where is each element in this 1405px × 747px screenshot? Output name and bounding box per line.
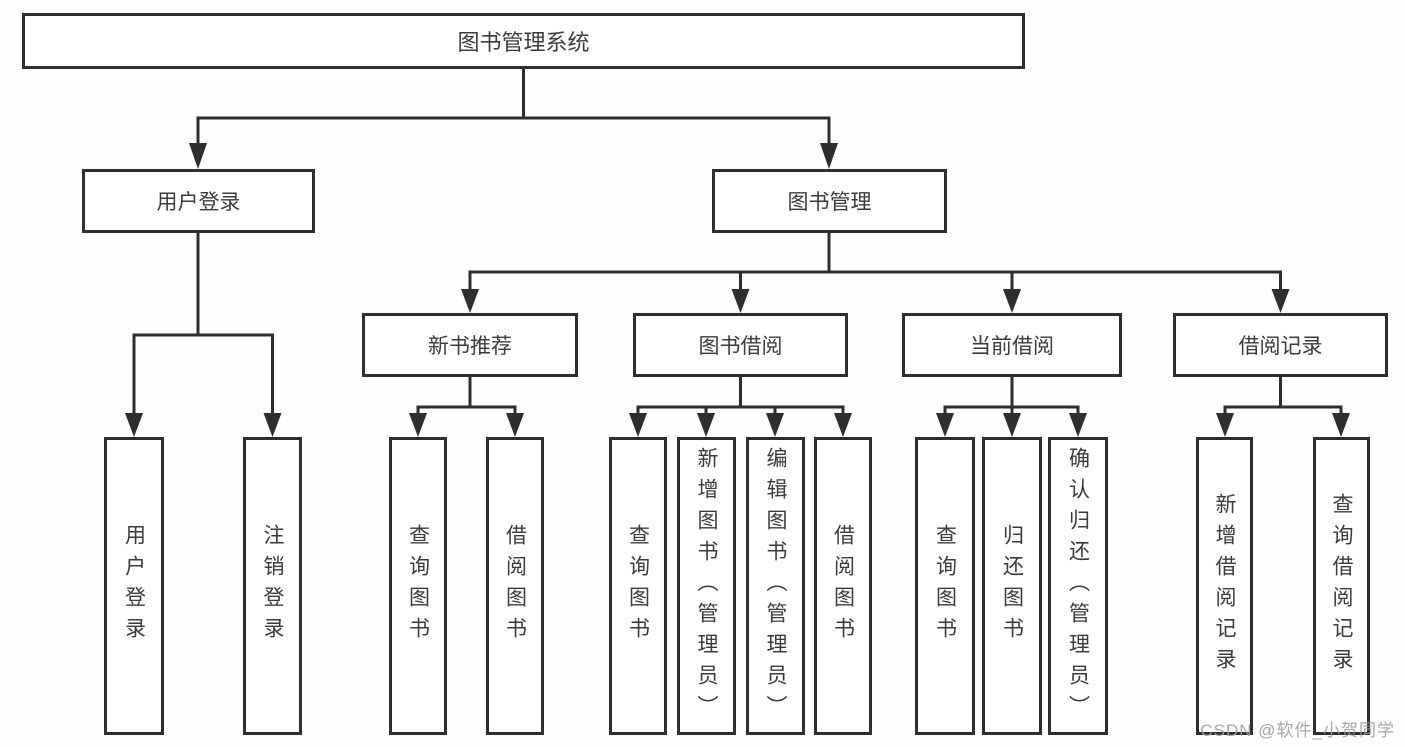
node-leaf-confirm-return-admin: 确认归还（管理员） — [1048, 437, 1108, 735]
node-label: 借阅记录 — [1238, 335, 1323, 358]
node-leaf-query-books-1: 查询图书 — [389, 437, 447, 735]
node-label: 借阅图书 — [831, 524, 855, 648]
connector-root-to-level2 — [196, 68, 831, 146]
node-leaf-user-login: 用户登录 — [104, 437, 164, 735]
node-label: 新增借阅记录 — [1213, 493, 1236, 679]
node-borrow-records: 借阅记录 — [1173, 313, 1388, 377]
node-leaf-borrow-books-1: 借阅图书 — [486, 437, 544, 735]
node-leaf-add-books-admin: 新增图书（管理员） — [677, 437, 736, 735]
node-label: 图书管理 — [787, 191, 872, 214]
connector-book-borrow-to-leaves — [636, 377, 845, 415]
node-label: 用户登录 — [156, 191, 241, 214]
node-label: 图书管理系统 — [457, 30, 590, 55]
connector-user-login-to-leaves — [132, 233, 274, 415]
node-leaf-edit-books-admin: 编辑图书（管理员） — [746, 437, 805, 735]
connector-borrow-records-to-leaves — [1223, 377, 1343, 415]
node-label: 借阅图书 — [503, 524, 527, 648]
node-leaf-logout: 注销登录 — [243, 437, 302, 735]
node-label: 注销登录 — [261, 524, 284, 648]
node-label: 确认归还（管理员） — [1066, 446, 1090, 726]
node-label: 查询借阅记录 — [1330, 493, 1353, 679]
node-label: 查询图书 — [933, 524, 957, 648]
node-leaf-return-books: 归还图书 — [982, 437, 1042, 735]
node-leaf-query-borrow-record: 查询借阅记录 — [1313, 437, 1370, 735]
node-label: 新增图书（管理员） — [695, 446, 718, 726]
node-label: 查询图书 — [626, 524, 650, 648]
node-label: 当前借阅 — [970, 335, 1054, 358]
node-library-management-system: 图书管理系统 — [22, 13, 1025, 69]
node-label: 编辑图书（管理员） — [764, 446, 787, 726]
node-current-borrow: 当前借阅 — [902, 313, 1122, 377]
node-leaf-query-books-2: 查询图书 — [609, 437, 667, 735]
node-leaf-add-borrow-record: 新增借阅记录 — [1196, 437, 1253, 735]
node-label: 新书推荐 — [428, 335, 512, 358]
node-label: 归还图书 — [1000, 524, 1024, 648]
node-new-book-recommend: 新书推荐 — [362, 313, 578, 377]
node-book-management: 图书管理 — [712, 169, 947, 233]
arrowheads — [125, 143, 1350, 437]
connector-current-borrow-to-leaves — [943, 377, 1080, 415]
csdn-watermark: CSDN @软件_小贺同学 — [1200, 721, 1395, 740]
node-label: 用户登录 — [122, 524, 146, 648]
connector-new-books-to-leaves — [416, 377, 517, 415]
node-book-borrow: 图书借阅 — [633, 313, 848, 377]
node-label: 查询图书 — [406, 524, 430, 648]
node-leaf-query-books-3: 查询图书 — [915, 437, 975, 735]
node-user-login: 用户登录 — [82, 169, 315, 233]
node-label: 图书借阅 — [698, 335, 783, 358]
connector-book-mgmt-to-level3 — [468, 233, 1282, 291]
node-leaf-borrow-books-2: 借阅图书 — [814, 437, 872, 735]
